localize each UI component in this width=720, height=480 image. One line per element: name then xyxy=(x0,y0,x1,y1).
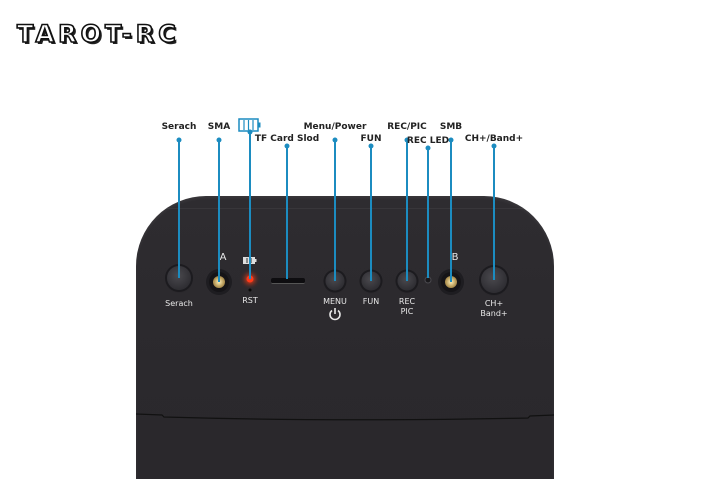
antenna-a-label: A xyxy=(219,252,227,263)
reset-label: RST xyxy=(242,296,258,305)
band-label: Band+ xyxy=(480,309,508,318)
callout-label-search: Serach xyxy=(161,122,197,132)
menu-power-button[interactable] xyxy=(325,271,345,291)
callout-line-ch-band xyxy=(493,146,495,280)
callout-line-fun xyxy=(370,146,372,281)
tf-card-slot[interactable] xyxy=(271,278,305,284)
rec-pic-button[interactable] xyxy=(397,271,417,291)
antenna-a-connector[interactable] xyxy=(209,272,229,292)
battery-icon xyxy=(243,257,257,264)
reset-pinhole[interactable] xyxy=(248,288,252,292)
menu-label: MENU xyxy=(323,297,347,306)
device-top-edge xyxy=(142,208,548,219)
callout-line-battery xyxy=(249,132,251,279)
device-body xyxy=(136,196,554,479)
callout-line-sma xyxy=(218,140,220,282)
callout-label-tf-card: TF Card Slod xyxy=(254,134,320,144)
callout-label-rec-pic: REC/PIC xyxy=(387,122,427,132)
callout-line-rec-pic xyxy=(406,140,408,281)
callout-label-smb: SMB xyxy=(439,122,463,132)
ch-label: CH+ xyxy=(484,299,504,308)
callout-label-sma: SMA xyxy=(207,122,231,132)
battery-callout-icon xyxy=(238,118,261,132)
fun-button[interactable] xyxy=(361,271,381,291)
brand-logo: TAROT-RC xyxy=(16,19,180,49)
callout-label-fun: FUN xyxy=(360,134,382,144)
callout-label-menu-power: Menu/Power xyxy=(303,122,367,132)
device-seam xyxy=(136,412,554,422)
callout-line-tf-card xyxy=(286,146,288,279)
callout-line-smb xyxy=(450,140,452,282)
battery-led xyxy=(246,275,254,283)
power-icon xyxy=(329,308,341,321)
callout-label-ch-band: CH+/Band+ xyxy=(464,134,524,144)
antenna-b-connector[interactable] xyxy=(441,272,461,292)
callout-line-rec-led xyxy=(427,148,429,278)
callout-line-search xyxy=(178,140,180,278)
callout-label-rec-led: REC LED xyxy=(406,136,450,146)
antenna-b-label: B xyxy=(451,252,459,263)
fun-label: FUN xyxy=(362,297,380,306)
rec-label: REC xyxy=(398,297,416,306)
callout-line-menu-power xyxy=(334,140,336,281)
search-label: Serach xyxy=(165,299,193,308)
pic-label: PIC xyxy=(400,307,414,316)
